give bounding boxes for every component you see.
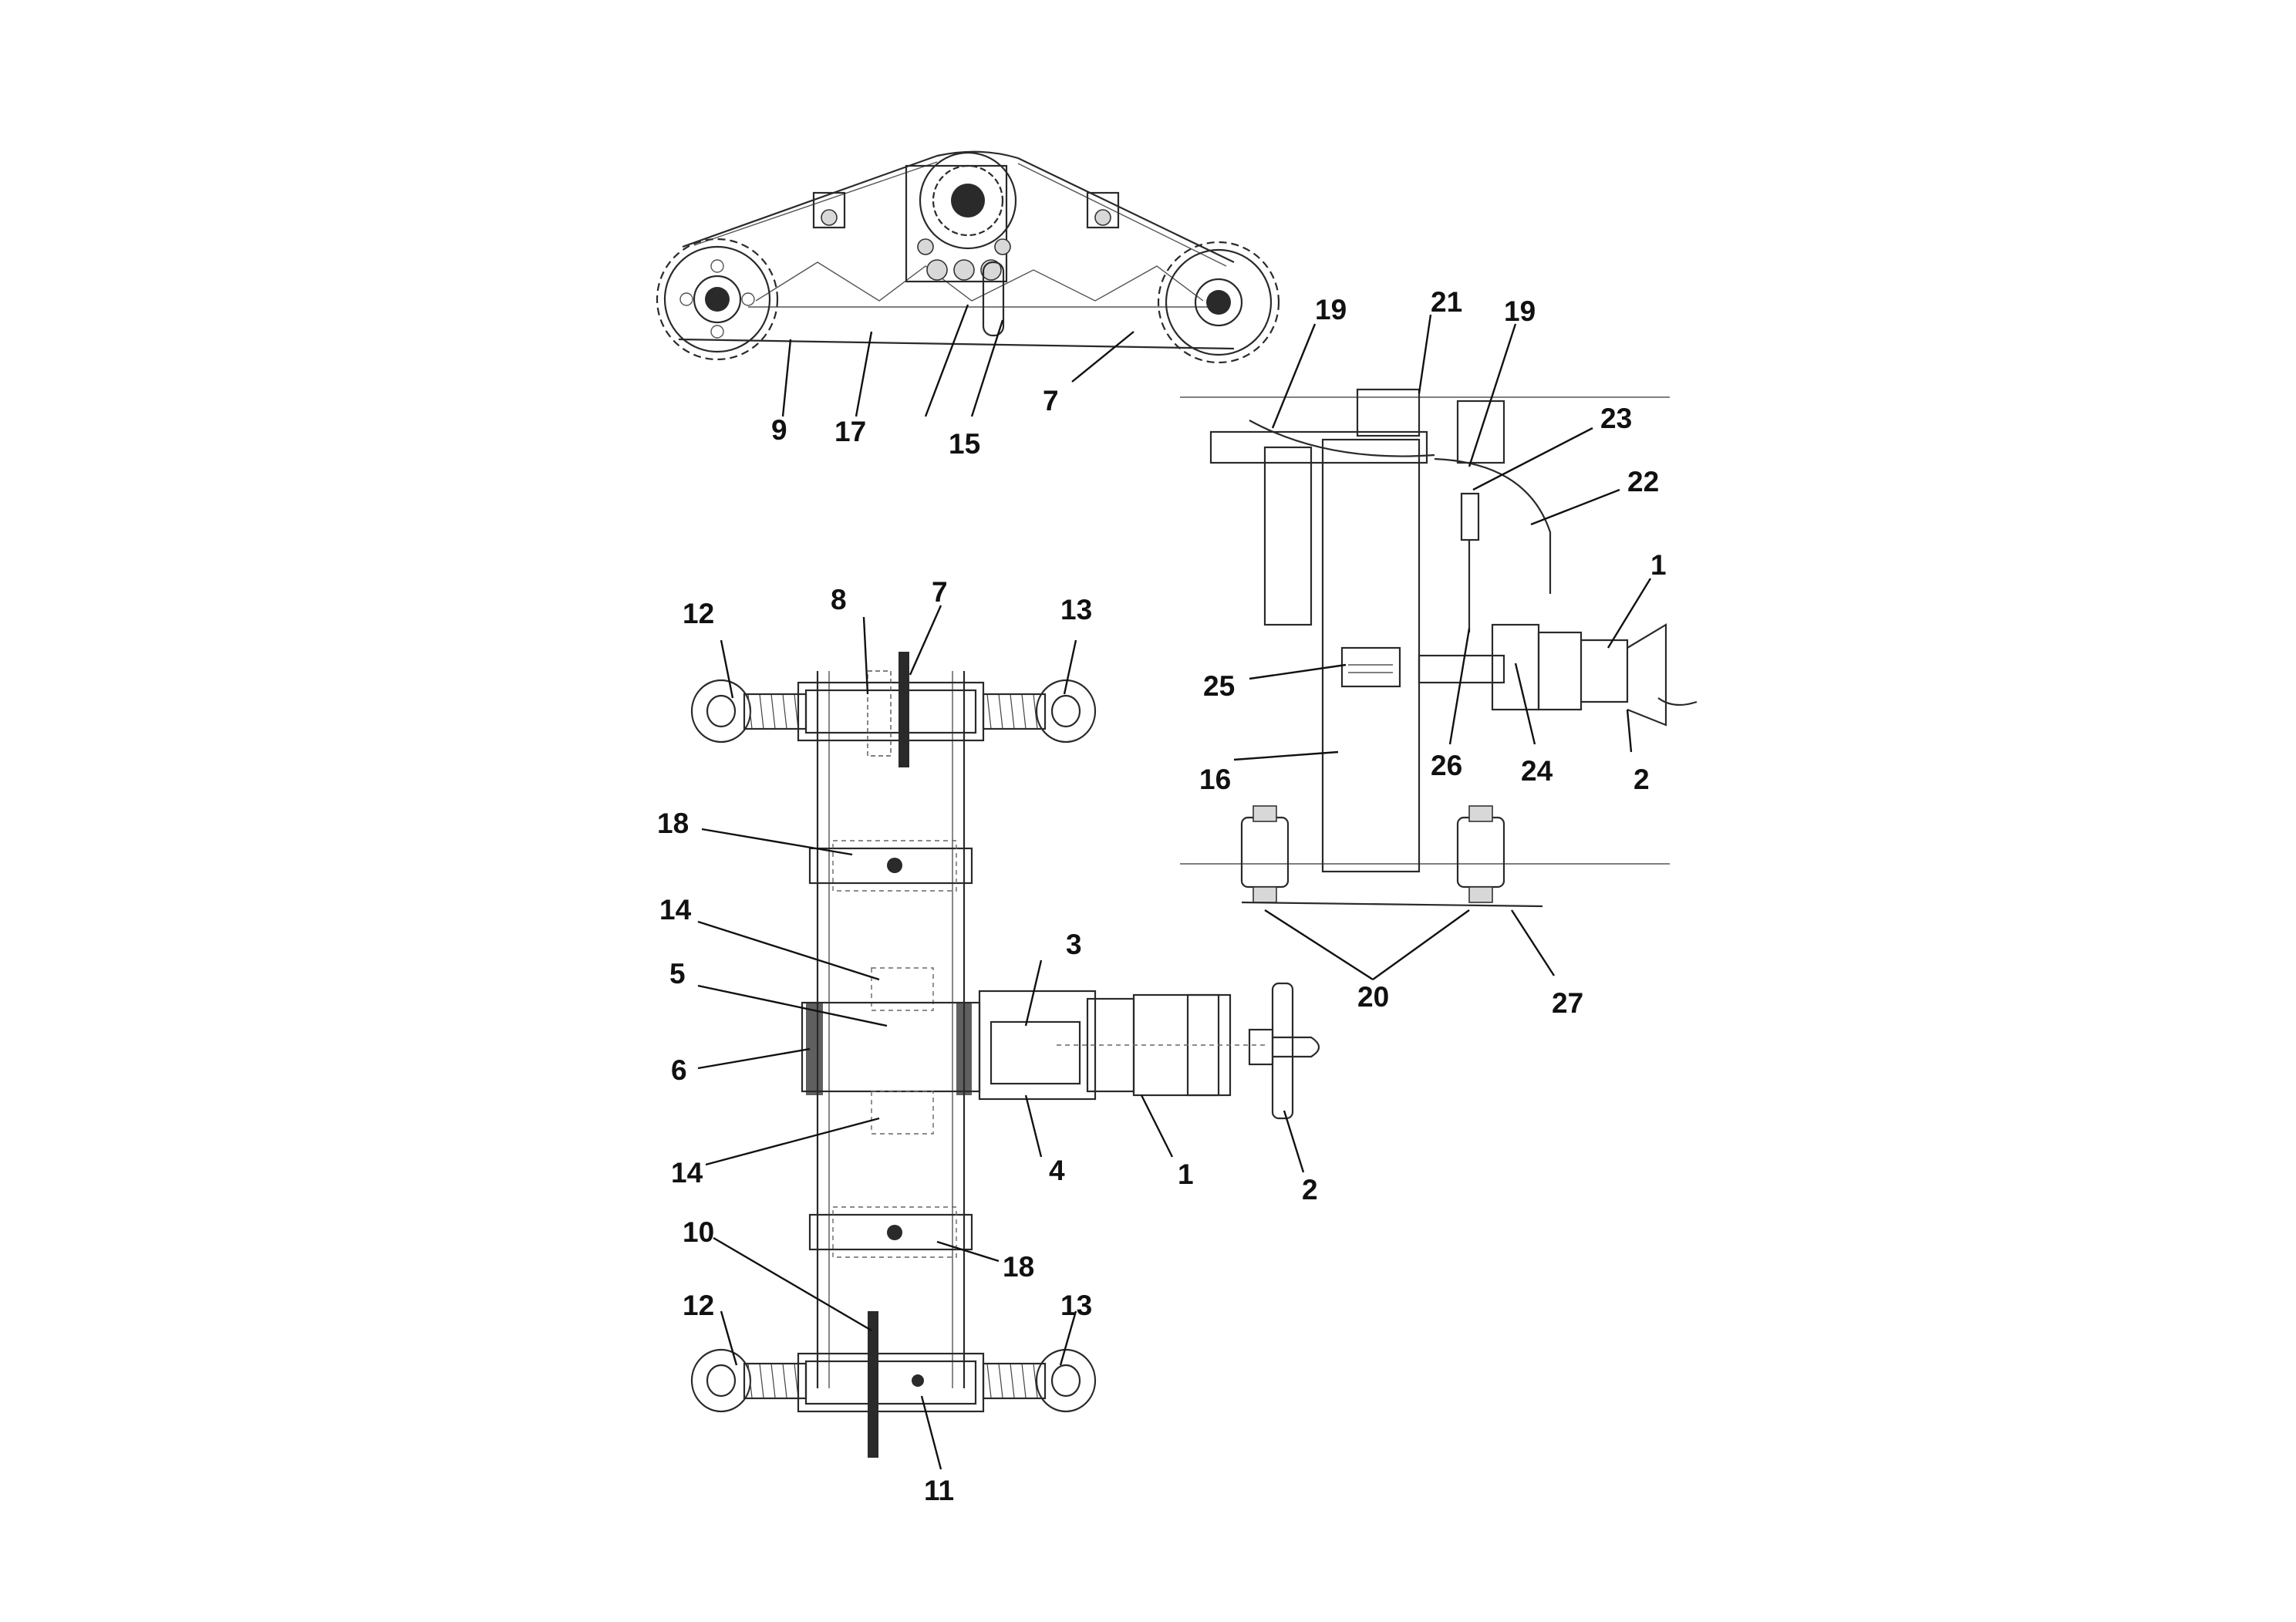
callout-24: 24	[1521, 755, 1553, 787]
bottom-cross-shaft	[690, 1311, 1097, 1458]
callout-1-side: 1	[1650, 549, 1667, 581]
callout-5: 5	[669, 958, 686, 990]
callout-14-top: 14	[659, 894, 692, 926]
side-elevation-view	[1180, 388, 1698, 908]
right-sprocket	[1157, 241, 1280, 364]
callout-11: 11	[924, 1475, 954, 1506]
shaft-assembly-view	[690, 652, 1320, 1458]
upper-crossbar	[808, 840, 973, 892]
callout-18-bottom: 18	[1003, 1251, 1034, 1283]
left-sprocket	[656, 238, 779, 361]
callout-10: 10	[683, 1216, 714, 1248]
callout-14-bottom: 14	[671, 1157, 703, 1189]
callout-3: 3	[1066, 929, 1082, 960]
info-plate	[1340, 646, 1401, 688]
callout-2-side: 2	[1633, 764, 1650, 795]
lower-crossbar	[808, 1206, 973, 1258]
callout-6: 6	[671, 1054, 687, 1086]
chain-drive-view	[656, 150, 1280, 364]
callout-4: 4	[1049, 1155, 1065, 1186]
side-motor	[1418, 623, 1698, 727]
callout-16: 16	[1199, 764, 1231, 795]
callout-20: 20	[1357, 981, 1389, 1013]
top-cross-shaft	[690, 652, 1097, 767]
callout-23: 23	[1600, 403, 1632, 434]
bottom-rollers	[1240, 805, 1543, 908]
center-hub	[905, 151, 1017, 337]
callout-19-right: 19	[1504, 295, 1536, 327]
callout-27: 27	[1552, 987, 1583, 1019]
callout-12-bottom: 12	[683, 1290, 714, 1321]
chain-idlers	[812, 191, 1120, 229]
callout-2-main: 2	[1302, 1174, 1318, 1206]
leader-lines	[697, 304, 1652, 1470]
callout-15: 15	[949, 428, 980, 460]
callout-8: 8	[831, 584, 847, 615]
callout-18-top: 18	[657, 808, 689, 839]
callout-21: 21	[1431, 286, 1462, 318]
callout-numbers: 9 17 15 7 19 21 19 23 22 1 25 26 24 2 16…	[657, 286, 1667, 1506]
drive-motor	[978, 982, 1320, 1120]
callout-9: 9	[771, 414, 787, 446]
callout-7-mid: 7	[932, 576, 948, 608]
callout-17: 17	[834, 416, 866, 447]
callout-1-main: 1	[1178, 1158, 1194, 1190]
callout-13-top: 13	[1060, 594, 1092, 626]
callout-13-bottom: 13	[1060, 1290, 1092, 1321]
callout-12-top: 12	[683, 598, 714, 629]
callout-26: 26	[1431, 750, 1462, 781]
callout-25: 25	[1203, 670, 1235, 702]
callout-7-top: 7	[1043, 385, 1059, 416]
gearbox-block	[801, 967, 981, 1135]
callout-19-left: 19	[1315, 294, 1347, 325]
callout-22: 22	[1627, 466, 1659, 497]
